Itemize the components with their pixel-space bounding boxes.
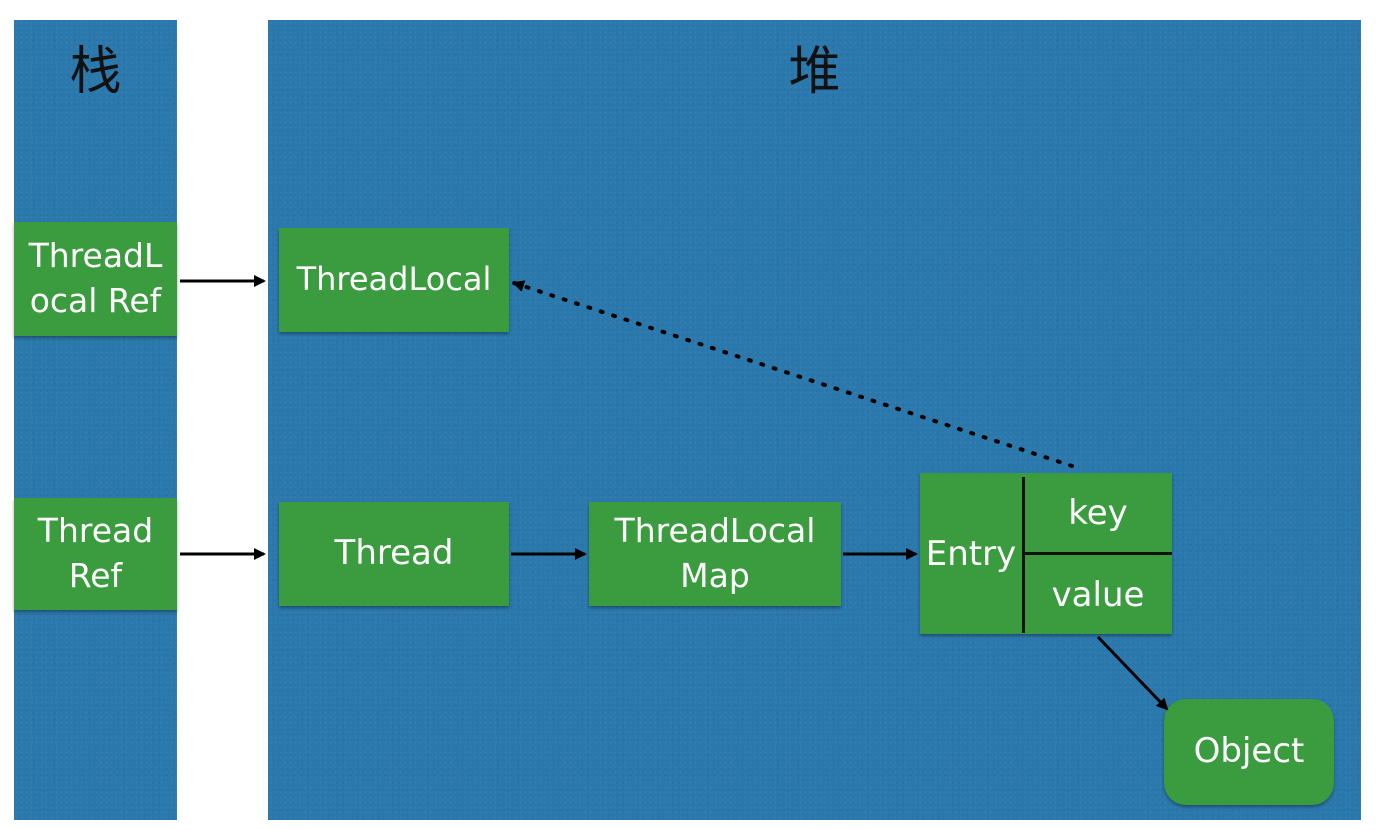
entry-key-field: key [1068, 493, 1128, 533]
threadlocalmap-box: ThreadLocal Map [589, 502, 841, 606]
threadlocal-ref-box: ThreadL ocal Ref [14, 222, 177, 336]
threadlocal-box: ThreadLocal [279, 228, 509, 332]
entry-horizontal-divider [1022, 552, 1172, 555]
entry-label: Entry [925, 533, 1017, 574]
threadlocal-ref-label: ThreadL ocal Ref [28, 236, 163, 320]
thread-ref-box: Thread Ref [14, 498, 177, 610]
thread-label: Thread [334, 533, 454, 574]
stack-panel [14, 20, 177, 820]
thread-ref-label: Thread Ref [37, 511, 154, 595]
heap-title: 堆 [788, 42, 841, 102]
object-box: Object [1164, 699, 1334, 805]
threadlocalmap-label: ThreadLocal Map [614, 511, 816, 595]
entry-box: Entry key value [920, 473, 1172, 634]
stack-title: 栈 [69, 42, 122, 102]
entry-value-field: value [1051, 574, 1145, 615]
entry-vertical-divider [1022, 477, 1025, 633]
thread-box: Thread [279, 502, 509, 606]
object-label: Object [1193, 731, 1305, 772]
threadlocal-label: ThreadLocal [296, 260, 492, 299]
